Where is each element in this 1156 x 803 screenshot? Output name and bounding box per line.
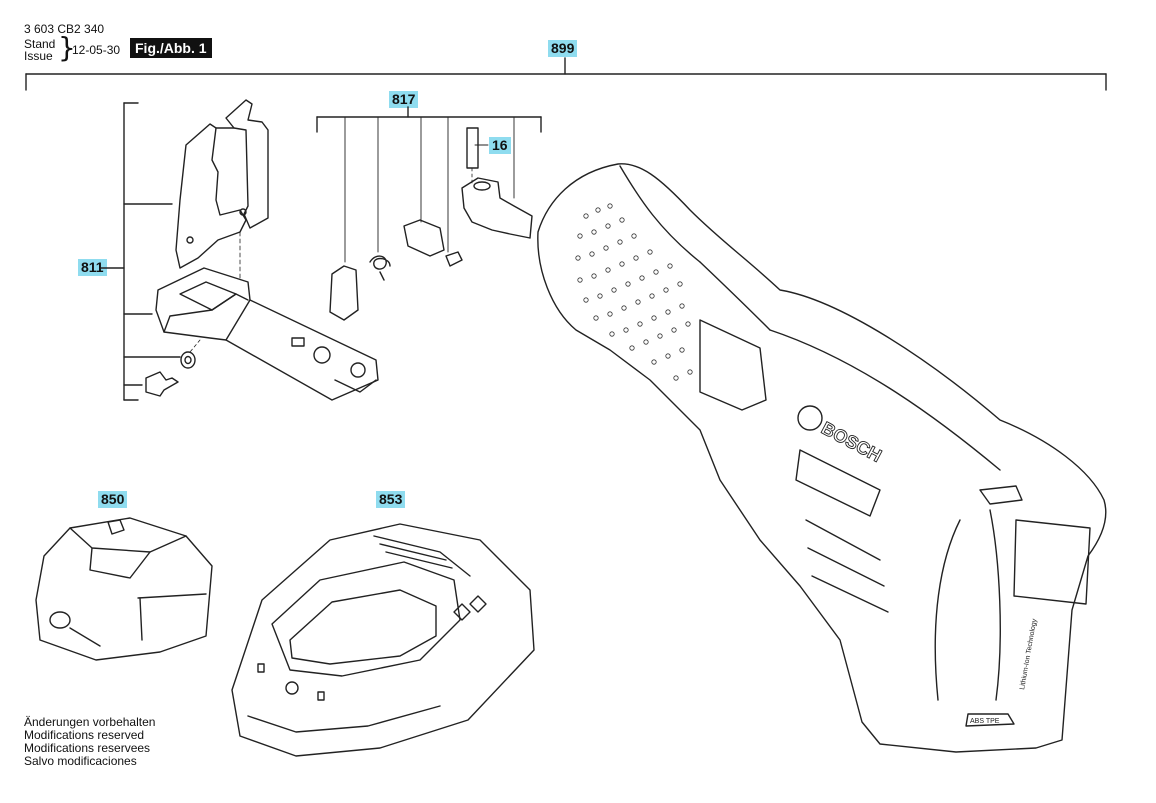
bracket-899 [25,57,1107,91]
latch-parts [329,127,533,321]
belt-clip-hook [175,99,269,281]
charger [231,523,535,757]
callout-853: 853 [376,491,406,508]
washer-and-screw [145,339,201,397]
reciprocating-saw [537,163,1107,753]
stand-label: Stand [24,37,56,51]
callout-899: 899 [548,40,578,57]
belt-clip-base [155,267,379,401]
part-number: 3 603 CB2 340 [24,22,105,36]
header-brace: } [58,31,76,64]
callout-817: 817 [389,91,419,108]
note-es: Salvo modificaciones [24,754,137,768]
material-label: ABS TPE [970,718,1000,725]
bracket-811 [100,102,181,401]
callout-811: 811 [78,259,107,276]
note-de: Änderungen vorbehalten [24,715,156,729]
callout-16: 16 [489,137,511,154]
notes-block: Änderungen vorbehalten Modifications res… [24,716,155,768]
figure-label: Fig./Abb. 1 [130,38,212,58]
note-fr: Modifications reservees [24,741,151,755]
tech-label: Lithium-Ion Technology [1019,618,1038,690]
callout-850: 850 [98,491,128,508]
bracket-817 [316,106,542,263]
issue-label: Issue [24,49,53,63]
note-en: Modifications reserved [24,728,145,742]
battery-pack [35,517,213,661]
brand-mark: BOSCH [818,418,885,466]
issue-date: 12-05-30 [72,43,121,57]
grip-texture [575,203,693,381]
